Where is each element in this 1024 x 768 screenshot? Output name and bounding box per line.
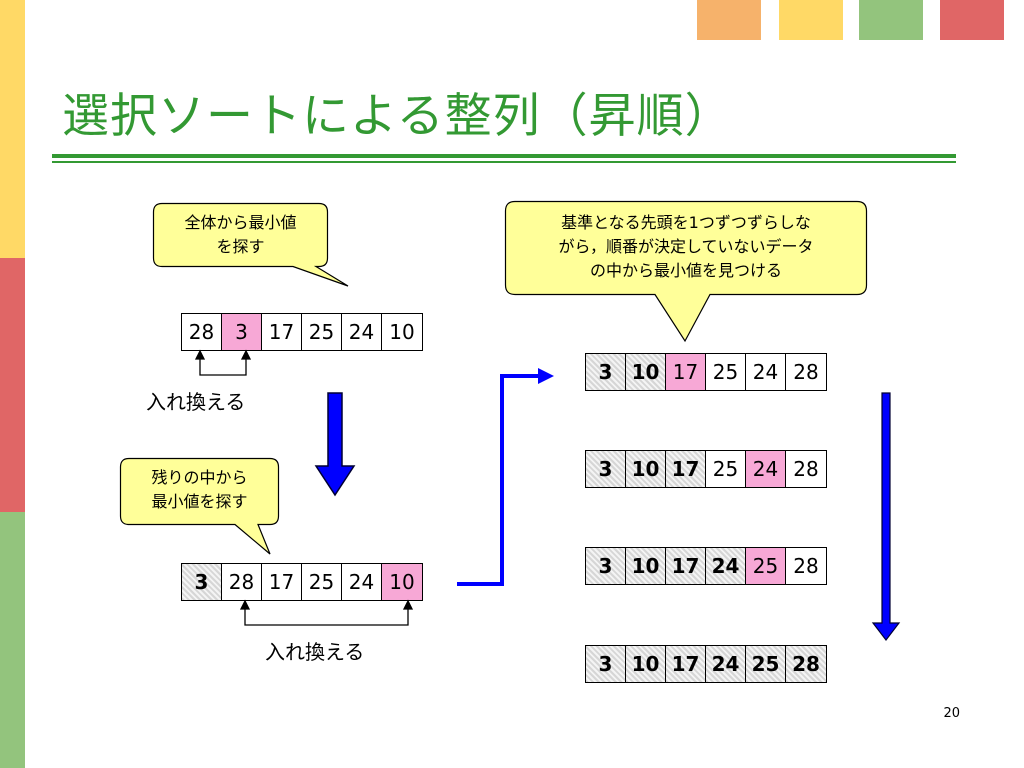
array-cell: 17 [666,354,706,390]
array-cell: 3 [182,564,222,600]
swap-bracket-2 [239,599,414,626]
array-cell: 24 [706,646,746,682]
array-cell: 3 [586,548,626,584]
connector-arrow-icon [457,368,554,586]
array-cell: 3 [586,354,626,390]
bubble-find-min-all-text: 全体から最小値 を探す [184,213,297,256]
array-cell: 10 [626,451,666,487]
array-cell: 24 [746,354,786,390]
title-rule-thick [52,154,956,158]
array-cell: 10 [389,320,415,344]
long-down-arrow-icon [871,392,901,641]
array-cell: 24 [342,564,382,600]
bubble-find-min-all: 全体から最小値 を探す [152,202,349,287]
array-cell: 28 [786,646,826,682]
array-cell: 17 [262,314,302,350]
array-cell: 3 [586,451,626,487]
title-rule-thin [52,161,956,163]
bubble-find-min-rest-text: 残りの中から 最小値を探す [151,468,248,511]
array-cell: 25 [746,646,786,682]
array-cell: 25 [706,354,746,390]
bubble-explanation: 基準となる先頭を1つずつずらしな がら，順番が決定していないデータ の中から最小… [504,200,868,343]
array-cell: 28 [793,457,819,481]
array-cell: 10 [626,646,666,682]
array-cell: 17 [262,564,302,600]
array-cell: 17 [666,646,706,682]
array-cell: 28 [182,314,222,350]
sidebar-stripe-yellow [0,0,25,258]
sidebar-stripe-green [0,512,25,768]
deco-square-green [859,0,923,40]
array-cell: 28 [793,554,819,578]
array-cell: 25 [302,314,342,350]
swap-bracket-1 [194,349,252,376]
swap-label-1: 入れ換える [146,390,246,414]
array-cell: 28 [793,360,819,384]
array-cell: 28 [222,564,262,600]
swap-label-2: 入れ換える [265,640,365,664]
array-cell: 25 [746,548,786,584]
array-cell: 25 [302,564,342,600]
deco-square-red [940,0,1004,40]
bubble-find-min-rest: 残りの中から 最小値を探す [119,457,280,555]
array-cell: 10 [382,564,422,600]
bubble-explanation-text: 基準となる先頭を1つずつずらしな がら，順番が決定していないデータ の中から最小… [558,213,814,280]
array-cell: 10 [626,354,666,390]
array-cell: 3 [222,314,262,350]
sidebar-stripe-red [0,258,25,512]
array-cell: 3 [586,646,626,682]
slide-title: 選択ソートによる整列（昇順） [62,89,733,144]
array-cell: 17 [666,548,706,584]
deco-square-orange [697,0,761,40]
deco-square-yellow [779,0,843,40]
array-cell: 24 [342,314,382,350]
down-arrow-icon [314,392,356,497]
array-cell: 24 [706,548,746,584]
array-cell: 10 [626,548,666,584]
array-cell: 25 [706,451,746,487]
array-cell: 24 [746,451,786,487]
page-number: 20 [943,706,960,721]
array-cell: 17 [666,451,706,487]
